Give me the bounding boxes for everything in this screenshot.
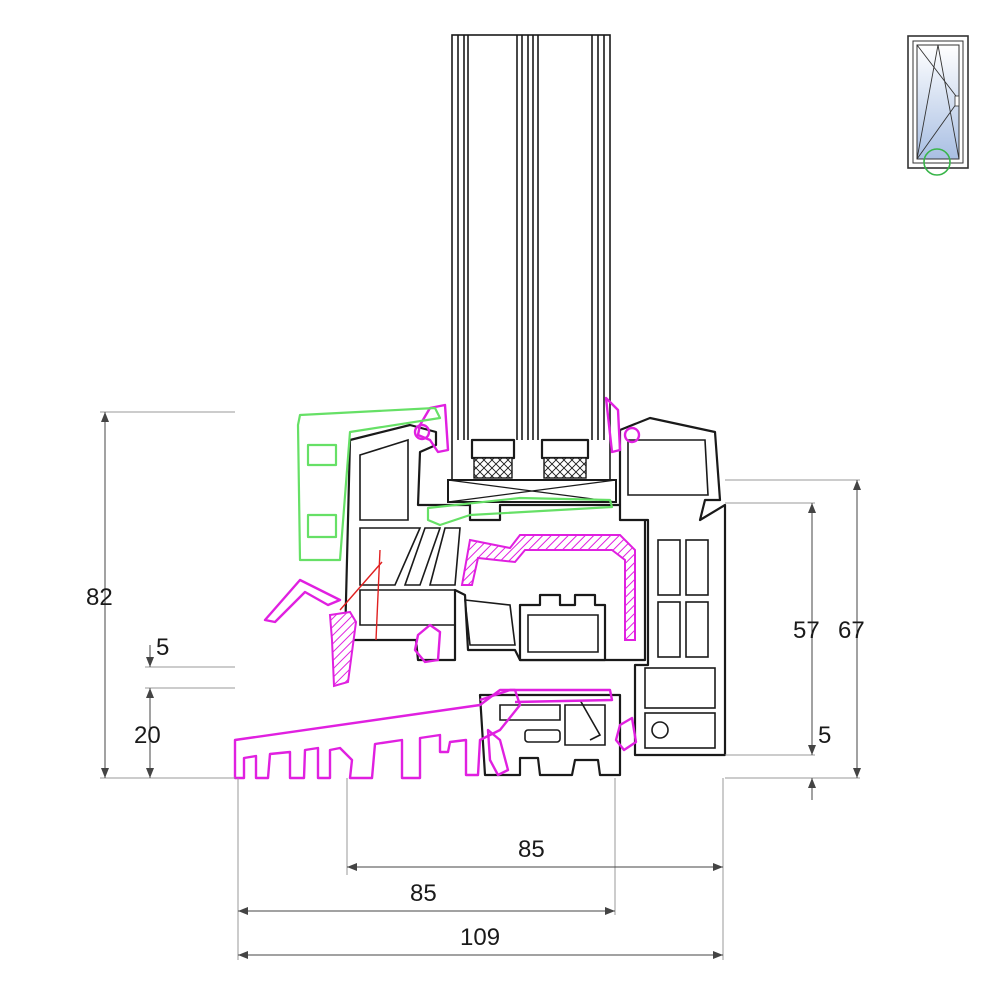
dim-sill-height: 20 [134,722,161,749]
gaskets [233,396,641,780]
glazing-bead [296,406,614,562]
sill-adaptor-profile [478,693,622,777]
dim-frame-height-57: 57 [793,617,820,644]
glazing-unit [447,34,617,503]
dim-bottom-offset: 5 [818,722,831,749]
dim-width-top: 85 [518,836,545,863]
dim-width-total: 109 [460,924,500,951]
dim-overall-height: 82 [86,584,113,611]
dim-frame-height-67: 67 [838,617,865,644]
dim-width-middle: 85 [410,880,437,907]
sash-profile [343,423,647,662]
dim-small-gap: 5 [156,634,169,661]
window-tilt-turn-icon [907,35,969,176]
drainage-marker [339,549,383,641]
frame-profile [618,416,727,757]
dimension-lines [100,411,861,960]
